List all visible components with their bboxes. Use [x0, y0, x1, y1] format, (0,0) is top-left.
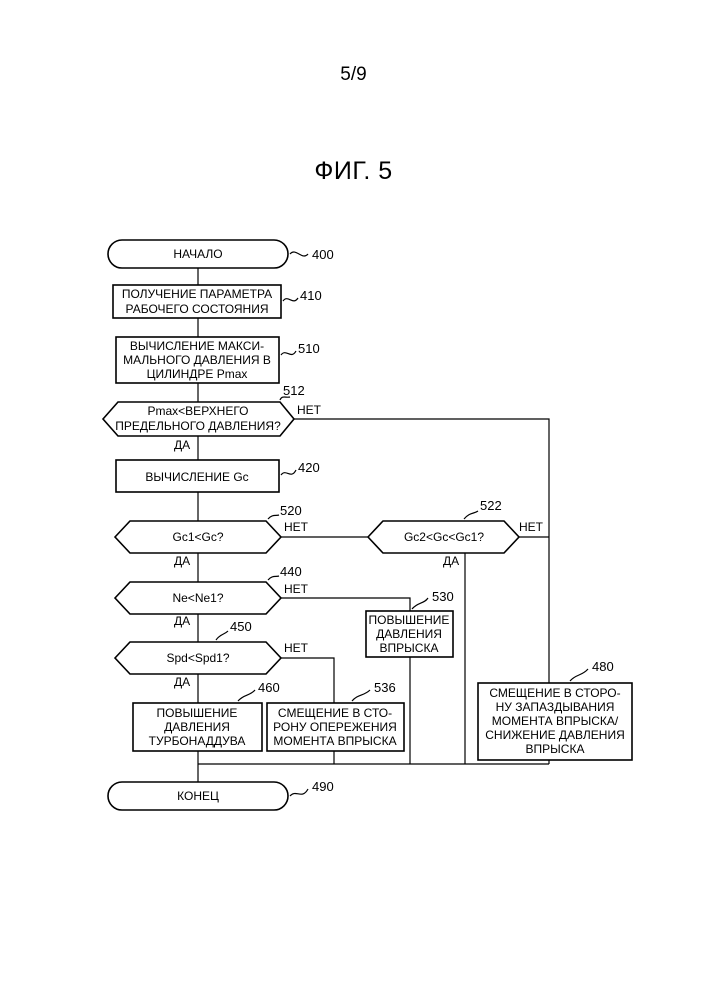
- step-536-line-2: РОНУ ОПЕРЕЖЕНИЯ: [273, 720, 397, 734]
- step-510-compute-max-pressure: ВЫЧИСЛЕНИЕ МАКСИ- МАЛЬНОГО ДАВЛЕНИЯ В ЦИ…: [116, 337, 320, 383]
- ref-460: 460: [258, 680, 280, 695]
- step-480-line-1: СМЕЩЕНИЕ В СТОРО-: [489, 686, 620, 700]
- decision-450-yes-label: ДА: [174, 675, 190, 689]
- decision-440-no-label: НЕТ: [284, 582, 309, 596]
- step-480-line-3: МОМЕНТА ВПРЫСКА/: [492, 714, 619, 728]
- ref-490: 490: [312, 779, 334, 794]
- step-510-line-2: МАЛЬНОГО ДАВЛЕНИЯ В: [123, 353, 271, 367]
- decision-512-pmax-check: Pmax<ВЕРХНЕГО ПРЕДЕЛЬНОГО ДАВЛЕНИЯ? 512 …: [103, 383, 322, 452]
- decision-450-no-label: НЕТ: [284, 641, 309, 655]
- decision-440-yes-label: ДА: [174, 614, 190, 628]
- ref-520: 520: [280, 503, 302, 518]
- decision-520-gc1-check: Gc1<Gc? 520 НЕТ ДА: [115, 503, 309, 568]
- ref-440: 440: [280, 564, 302, 579]
- step-536-line-3: МОМЕНТА ВПРЫСКА: [273, 734, 396, 748]
- ref-510: 510: [298, 341, 320, 356]
- step-536-line-1: СМЕЩЕНИЕ В СТО-: [278, 706, 392, 720]
- decision-512-no-label: НЕТ: [297, 403, 322, 417]
- decision-450-spd-check: Spd<Spd1? 450 НЕТ ДА: [115, 619, 309, 689]
- step-510-line-1: ВЫЧИСЛЕНИЕ МАКСИ-: [130, 339, 264, 353]
- start-label: НАЧАЛО: [173, 247, 222, 261]
- decision-520-label: Gc1<Gc?: [172, 530, 223, 544]
- decision-450-label: Spd<Spd1?: [166, 651, 229, 665]
- ref-512: 512: [283, 383, 305, 398]
- ref-480: 480: [592, 659, 614, 674]
- decision-520-yes-label: ДА: [174, 554, 190, 568]
- step-536-advance-injection-timing: СМЕЩЕНИЕ В СТО- РОНУ ОПЕРЕЖЕНИЯ МОМЕНТА …: [267, 680, 404, 751]
- step-460-increase-boost-pressure: ПОВЫШЕНИЕ ДАВЛЕНИЯ ТУРБОНАДДУВА 460: [133, 680, 280, 751]
- step-410-get-operating-parameter: ПОЛУЧЕНИЕ ПАРАМЕТРА РАБОЧЕГО СОСТОЯНИЯ 4…: [113, 285, 322, 318]
- ref-450: 450: [230, 619, 252, 634]
- step-410-line-1: ПОЛУЧЕНИЕ ПАРАМЕТРА: [122, 287, 272, 301]
- decision-512-line-2: ПРЕДЕЛЬНОГО ДАВЛЕНИЯ?: [115, 419, 281, 433]
- decision-522-gc-range-check: Gc2<Gc<Gc1? 522 НЕТ ДА: [368, 498, 544, 568]
- step-530-line-1: ПОВЫШЕНИЕ: [369, 613, 450, 627]
- step-480-line-5: ВПРЫСКА: [526, 742, 585, 756]
- decision-522-no-label: НЕТ: [519, 520, 544, 534]
- end-label: КОНЕЦ: [177, 789, 219, 803]
- step-460-line-1: ПОВЫШЕНИЕ: [157, 706, 238, 720]
- step-510-line-3: ЦИЛИНДРЕ Pmax: [147, 367, 248, 381]
- decision-440-label: Ne<Ne1?: [172, 591, 223, 605]
- step-530-line-2: ДАВЛЕНИЯ: [376, 627, 442, 641]
- decision-520-no-label: НЕТ: [284, 520, 309, 534]
- ref-530: 530: [432, 589, 454, 604]
- step-530-line-3: ВПРЫСКА: [380, 641, 439, 655]
- step-420-label: ВЫЧИСЛЕНИЕ Gc: [145, 470, 248, 484]
- step-480-line-4: СНИЖЕНИЕ ДАВЛЕНИЯ: [485, 728, 625, 742]
- start-terminal: НАЧАЛО 400: [108, 240, 334, 268]
- step-480-retard-timing-reduce-pressure: СМЕЩЕНИЕ В СТОРО- НУ ЗАПАЗДЫВАНИЯ МОМЕНТ…: [478, 659, 632, 760]
- step-410-line-2: РАБОЧЕГО СОСТОЯНИЯ: [126, 302, 269, 316]
- step-420-compute-gc: ВЫЧИСЛЕНИЕ Gc 420: [116, 460, 320, 492]
- ref-536: 536: [374, 680, 396, 695]
- step-460-line-3: ТУРБОНАДДУВА: [149, 734, 246, 748]
- decision-512-line-1: Pmax<ВЕРХНЕГО: [148, 404, 249, 418]
- step-460-line-2: ДАВЛЕНИЯ: [164, 720, 230, 734]
- ref-522: 522: [480, 498, 502, 513]
- ref-410: 410: [300, 288, 322, 303]
- end-terminal: КОНЕЦ 490: [108, 779, 334, 810]
- ref-420: 420: [298, 460, 320, 475]
- decision-522-yes-label: ДА: [443, 554, 459, 568]
- decision-522-label: Gc2<Gc<Gc1?: [404, 530, 484, 544]
- decision-512-yes-label: ДА: [174, 438, 190, 452]
- ref-400: 400: [312, 247, 334, 262]
- decision-440-ne-check: Ne<Ne1? 440 НЕТ ДА: [115, 564, 309, 628]
- step-480-line-2: НУ ЗАПАЗДЫВАНИЯ: [496, 700, 615, 714]
